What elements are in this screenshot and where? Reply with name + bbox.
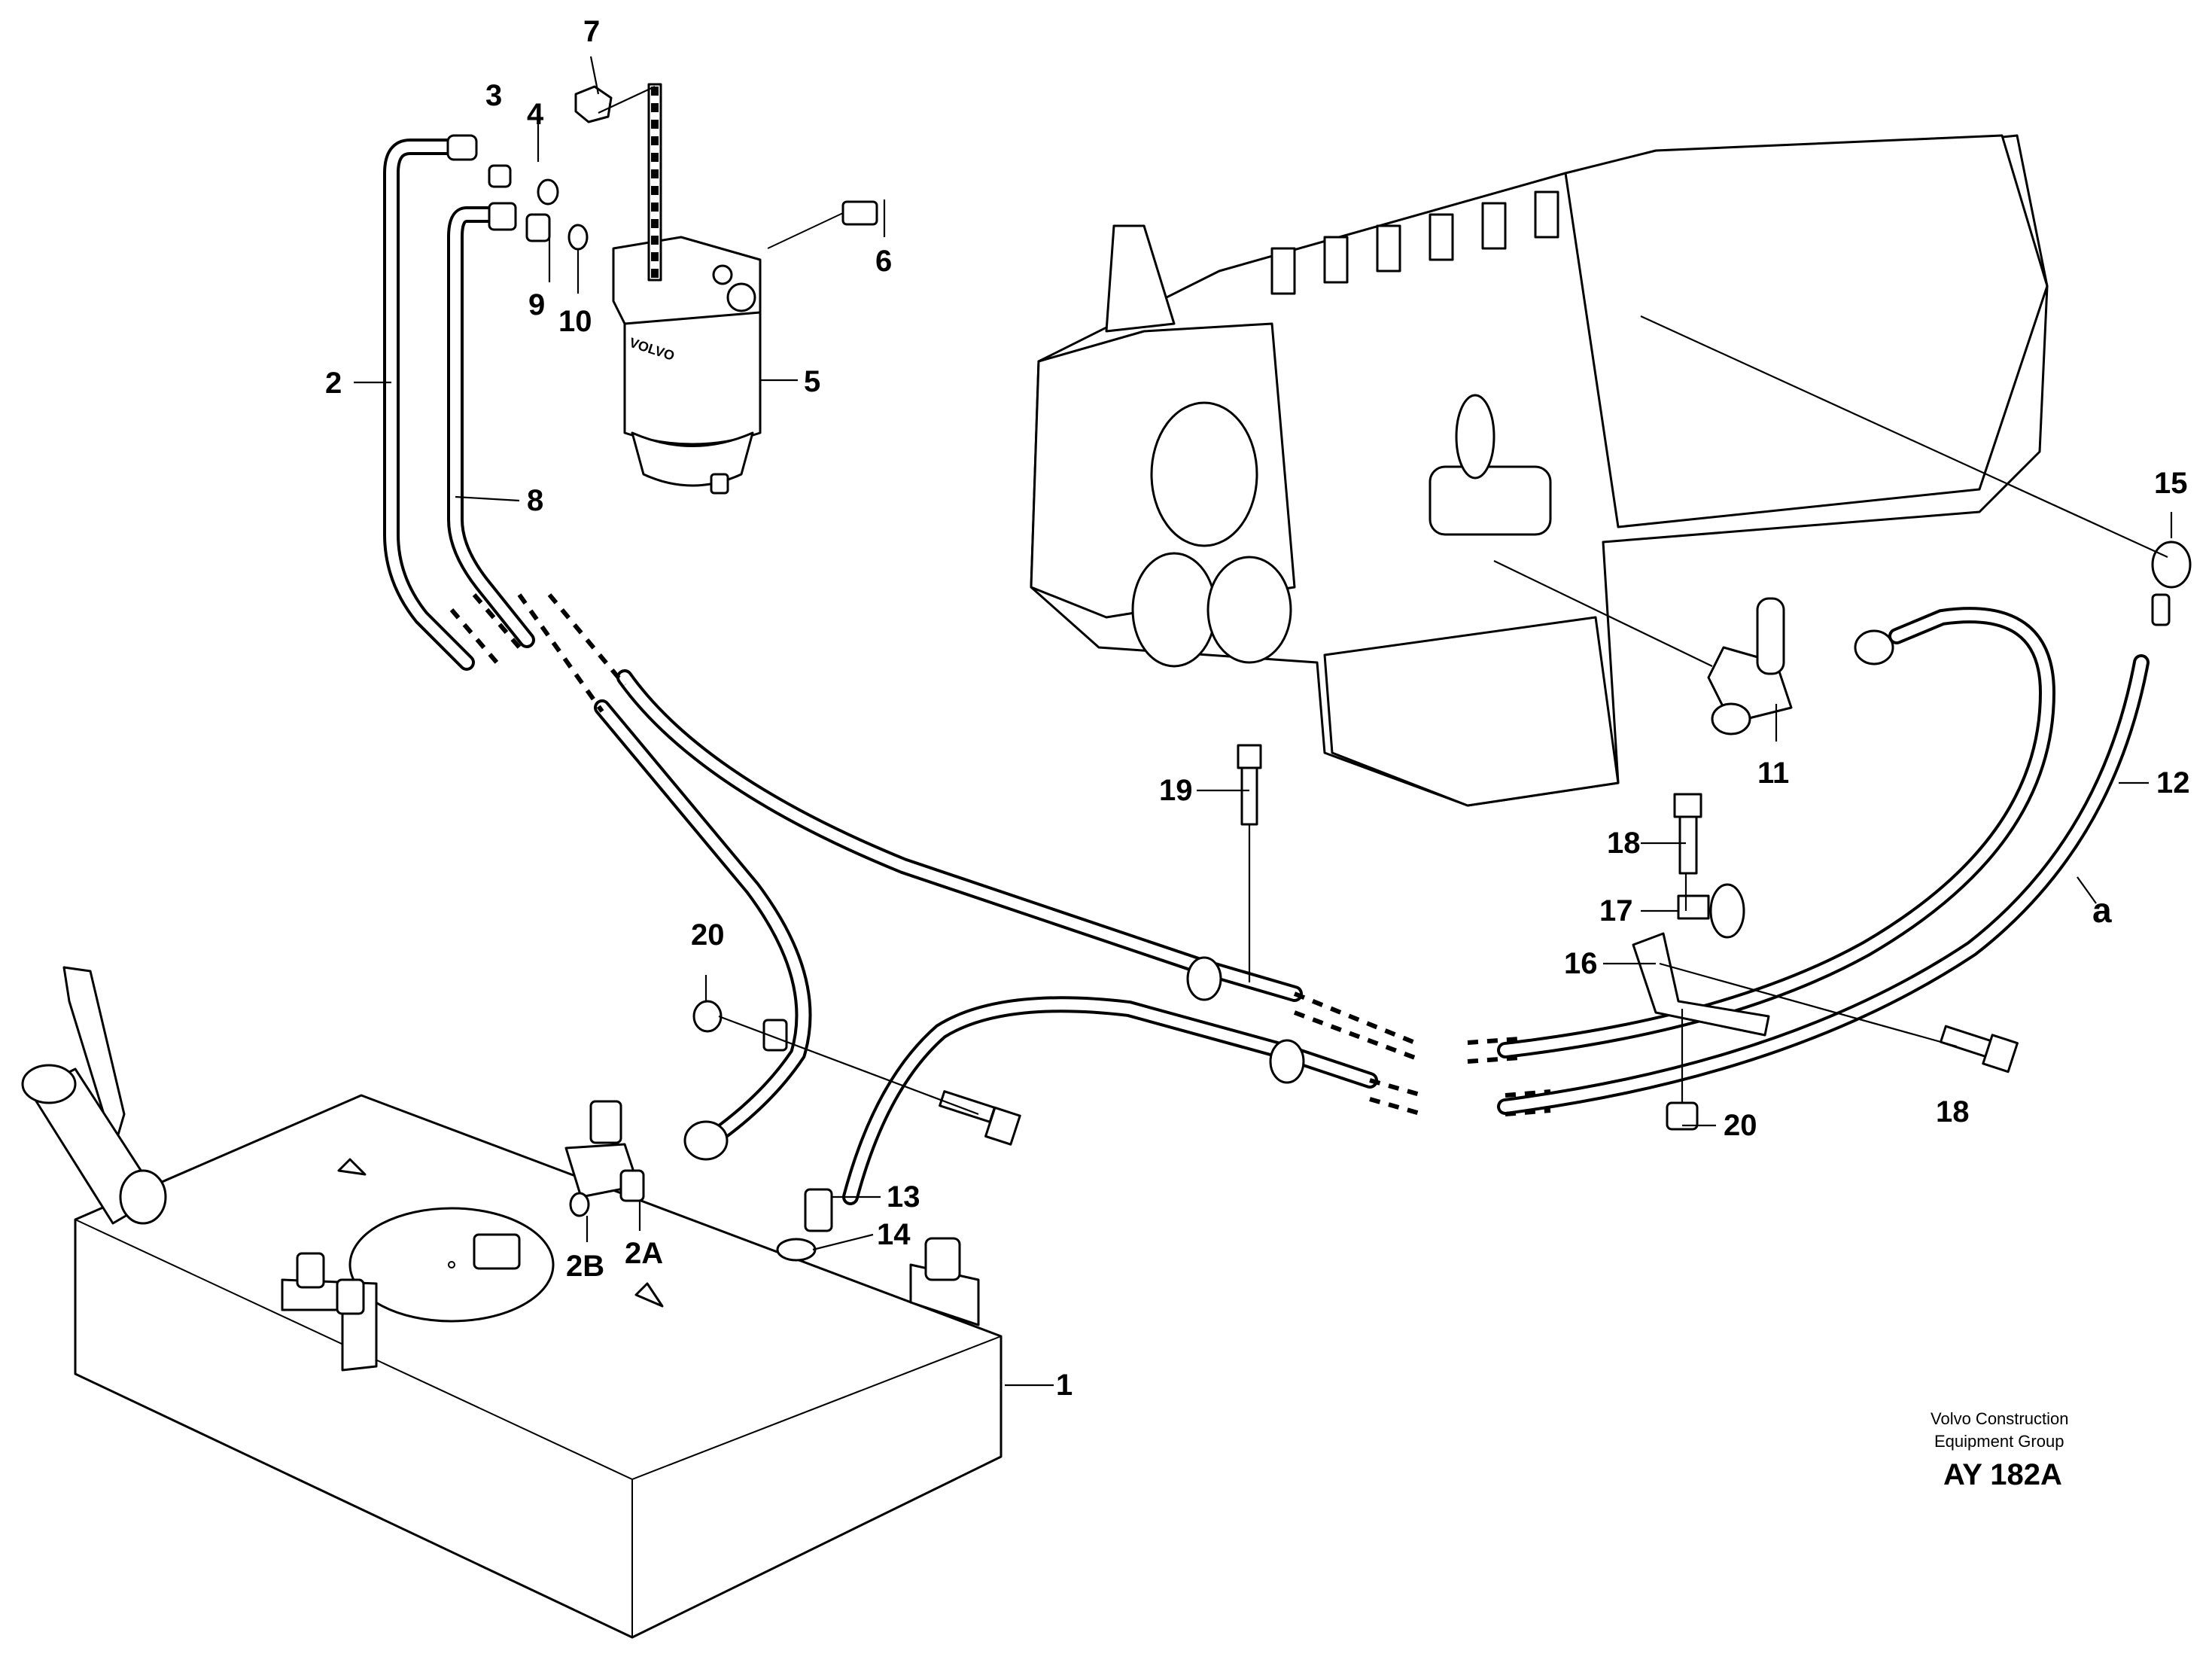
fuel-filter: VOLVO — [612, 236, 762, 495]
callout-14: 14 — [877, 1218, 911, 1251]
credit-line-2: Equipment Group — [1934, 1432, 2064, 1451]
credit-line-1: Volvo Construction — [1931, 1409, 2068, 1428]
callout-18-upper: 18 — [1607, 827, 1641, 860]
figure-credit: Volvo Construction Equipment Group AY 18… — [1931, 1409, 2068, 1491]
callout-18-lower: 18 — [1936, 1095, 1970, 1128]
callout-12: 12 — [2156, 766, 2190, 799]
callout-19: 19 — [1159, 774, 1193, 807]
callout-3: 3 — [485, 79, 502, 112]
callout-20-upper: 20 — [691, 918, 725, 952]
filler-neck — [21, 966, 167, 1225]
callout-13: 13 — [887, 1180, 920, 1214]
callout-10: 10 — [558, 305, 592, 338]
figure-code: AY 182A — [1943, 1458, 2062, 1491]
callout-a: a — [2092, 891, 2112, 930]
callout-labels: 1 2 2A 2B 3 4 5 6 7 8 9 10 11 12 13 14 1… — [325, 15, 2190, 1402]
banjo-fitting — [1707, 597, 1894, 735]
fittings — [446, 85, 2192, 1262]
callout-7: 7 — [583, 15, 600, 48]
leader-lines — [354, 56, 2173, 1387]
callout-8: 8 — [527, 484, 543, 517]
callout-2b: 2B — [566, 1250, 604, 1283]
callout-11: 11 — [1757, 757, 1789, 790]
fuel-tank — [74, 1094, 1003, 1639]
callout-16: 16 — [1564, 947, 1598, 980]
callout-2a: 2A — [625, 1237, 663, 1270]
callout-20-lower: 20 — [1724, 1109, 1757, 1142]
callout-4: 4 — [527, 98, 544, 131]
callout-5: 5 — [804, 365, 820, 398]
pipe-break-dashes — [449, 593, 1551, 1116]
callout-6: 6 — [875, 245, 892, 278]
injection-pump — [1030, 134, 2049, 807]
callout-1: 1 — [1056, 1369, 1073, 1402]
callout-17: 17 — [1599, 894, 1633, 927]
callout-2: 2 — [325, 367, 342, 400]
callout-15: 15 — [2154, 467, 2188, 500]
callout-9: 9 — [528, 288, 545, 321]
filter-bracket-strip — [647, 83, 662, 282]
